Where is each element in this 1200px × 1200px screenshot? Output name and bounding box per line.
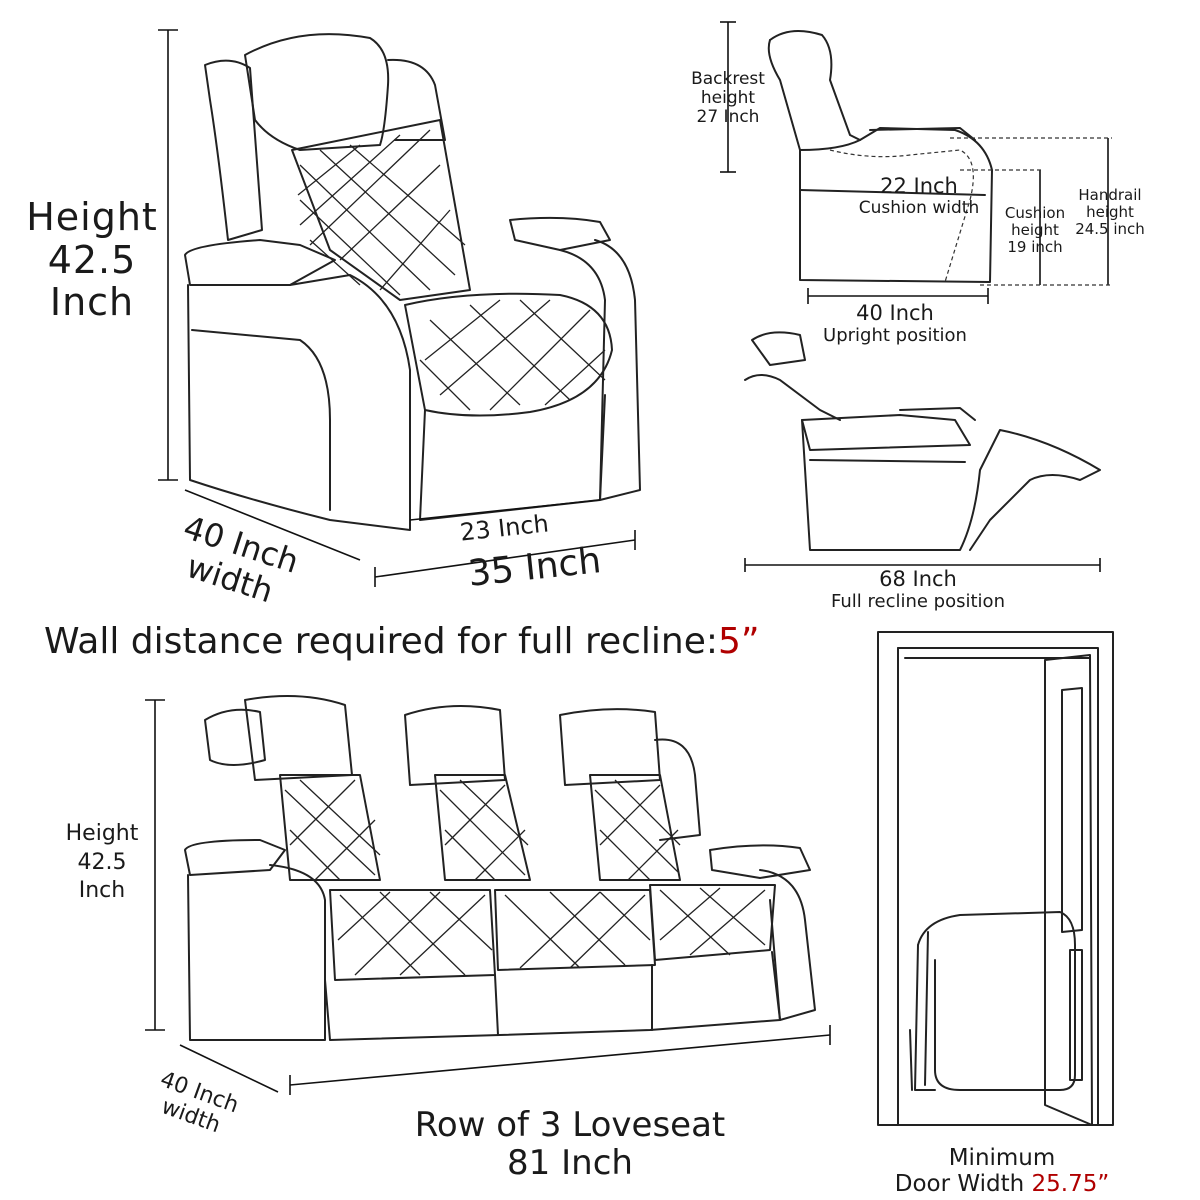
wall-distance-value: 5” (718, 621, 760, 662)
recline-depth-label: 68 Inch Full recline position (812, 567, 1024, 612)
chair-height-label: Height 42.5 Inch (22, 196, 162, 324)
backrest-line3: 27 Inch (696, 107, 760, 128)
loveseat-title-block: Row of 3 Loveseat 81 Inch (380, 1106, 760, 1182)
loveseat-length: 81 Inch (507, 1143, 633, 1184)
wall-distance-line: Wall distance required for full recline:… (44, 621, 760, 662)
door-label-line2: Door Width 25.75” (862, 1170, 1142, 1198)
cushion-height-line1: Cushion (1004, 204, 1066, 222)
upright-depth-value: 40 Inch (856, 301, 934, 325)
loveseat-illustration (145, 695, 831, 1095)
handrail-line1: Handrail (1078, 186, 1142, 204)
loveseat-height-word: Height (65, 821, 139, 846)
side-upright-illustration (720, 21, 1112, 304)
loveseat-height-label: Height 42.5 Inch (52, 820, 152, 906)
upright-position-word: Upright position (823, 324, 967, 346)
backrest-line1: Backrest (691, 69, 765, 89)
door-label-word: Door Width (894, 1170, 1025, 1197)
backrest-height-label: Backrest height 27 Inch (682, 69, 774, 128)
loveseat-title: Row of 3 Loveseat (414, 1105, 726, 1145)
loveseat-height-value: 42.5 (77, 849, 127, 875)
upright-depth-label: 40 Inch Upright position (800, 301, 990, 346)
handrail-line2: height (1086, 202, 1134, 221)
wall-distance-text: Wall distance required for full recline: (44, 621, 718, 662)
door-label-line1: Minimum (948, 1145, 1056, 1171)
loveseat-height-unit: Inch (78, 878, 126, 904)
handrail-height-label: Handrail height 24.5 inch (1070, 187, 1150, 237)
single-chair-illustration (158, 29, 641, 587)
door-width-value: 25.75” (1031, 1170, 1110, 1197)
door-label-block: Minimum Door Width 25.75” (862, 1145, 1142, 1198)
cushion-height-line3: 19 inch (1007, 237, 1063, 256)
recline-position-word: Full recline position (831, 590, 1005, 612)
recline-depth-value: 68 Inch (879, 567, 957, 591)
chair-height-value: 42.5 (47, 237, 137, 282)
backrest-line2: height (700, 88, 756, 109)
side-recline-illustration (744, 331, 1101, 572)
door-illustration (877, 631, 1114, 1126)
cushion-width-label: 22 Inch Cushion width (848, 174, 990, 218)
cushion-height-line2: height (1011, 220, 1059, 239)
chair-height-unit: Inch (49, 280, 135, 325)
cushion-height-label: Cushion height 19 inch (998, 205, 1072, 255)
handrail-line3: 24.5 inch (1075, 219, 1145, 238)
cushion-width-value: 22 Inch (880, 174, 958, 198)
cushion-width-word: Cushion width (858, 197, 980, 218)
chair-height-word: Height (26, 195, 158, 239)
